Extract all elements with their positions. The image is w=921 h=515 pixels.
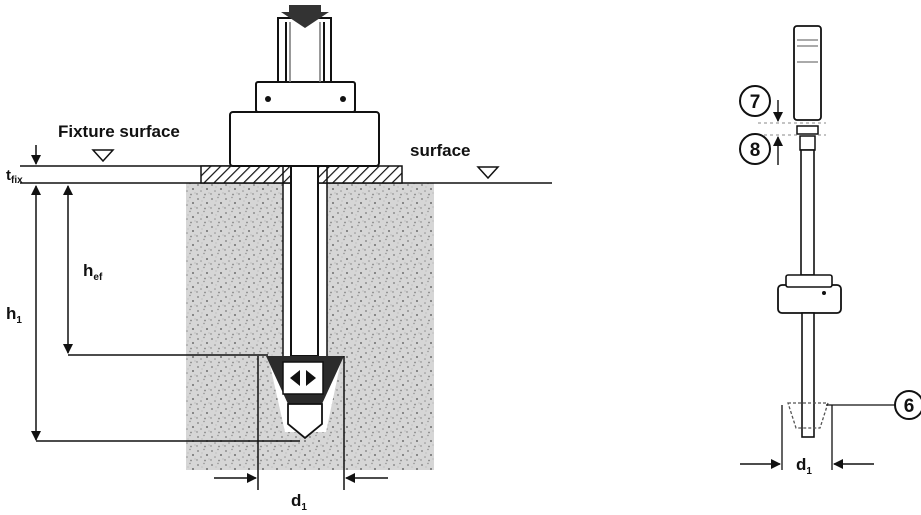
tfix-label: tfix	[6, 167, 23, 186]
tool-rod-lower	[801, 312, 815, 438]
sleeve-outline	[787, 402, 829, 429]
expand-left-icon	[290, 370, 300, 386]
setting-tool-body	[229, 111, 380, 167]
surface-marker-icon	[476, 166, 500, 180]
d1-right-label: d1	[796, 455, 812, 477]
h1-label: h1	[6, 304, 22, 326]
tool-ring	[796, 125, 819, 135]
setting-tool-collar	[255, 81, 356, 113]
tool-collar-block	[777, 284, 842, 314]
sleeve-window	[282, 361, 324, 395]
collar-pin-left	[265, 96, 271, 102]
down-force-arrow-icon	[281, 5, 329, 28]
expand-right-icon	[306, 370, 316, 386]
tool-collar-top	[785, 274, 833, 288]
collar-pin-right	[340, 96, 346, 102]
surface-label: surface	[410, 141, 470, 160]
hef-label: hef	[83, 261, 103, 283]
svg-text:6: 6	[904, 396, 915, 417]
tool-rod-upper	[800, 149, 815, 276]
svg-text:8: 8	[750, 140, 761, 161]
callout-8: 8	[739, 133, 771, 165]
callout-6: 6	[894, 390, 921, 420]
anchor-cone-tip	[287, 403, 323, 440]
callout-7: 7	[739, 85, 771, 117]
d1-left-label: d1	[291, 491, 307, 513]
fixture-surface-label: Fixture surface	[58, 122, 180, 141]
tool-upper-body	[793, 25, 822, 121]
anchor-bolt	[290, 165, 319, 357]
fixture-surface-marker-icon	[91, 149, 115, 163]
svg-text:7: 7	[750, 92, 761, 113]
tool-neck	[799, 135, 816, 151]
